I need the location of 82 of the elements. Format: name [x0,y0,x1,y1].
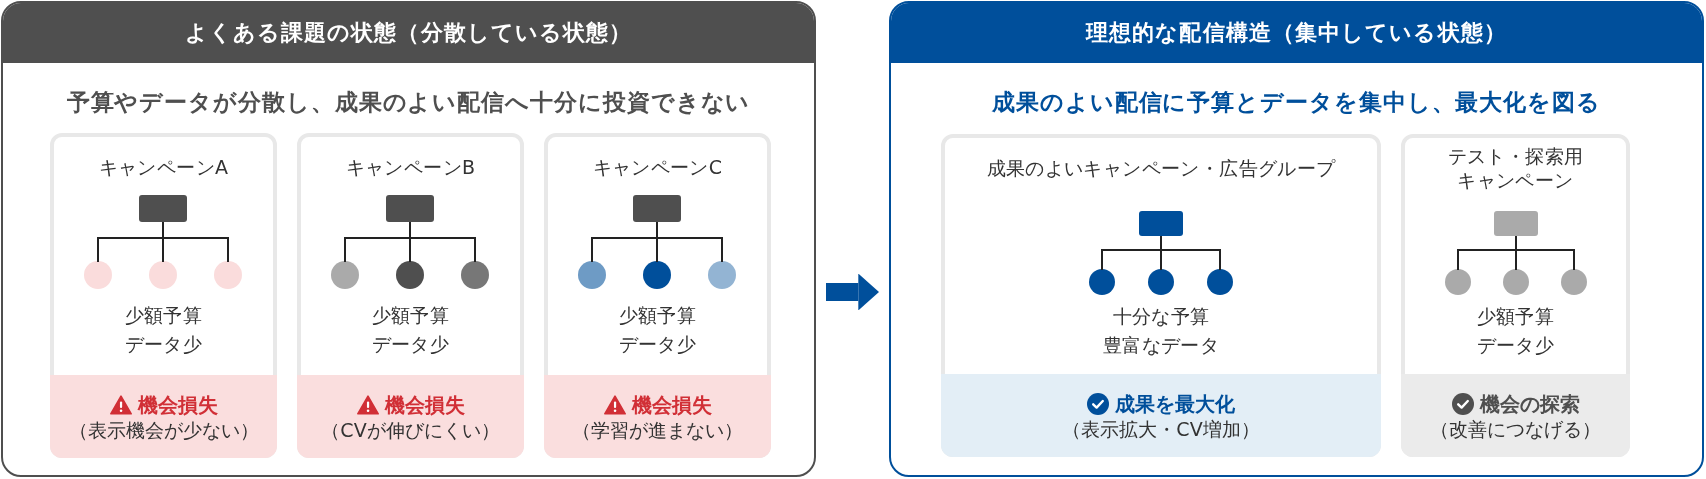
hierarchy-child-dot [1207,269,1233,295]
card-body-text: 少額予算 [1476,304,1555,329]
campaign-card [1401,134,1630,457]
connector-line [656,221,658,239]
comparison-panel [1,1,816,477]
hierarchy-child-dot [149,261,177,289]
connector-line [162,237,229,262]
hierarchy-child-dot [214,261,242,289]
connector-line [162,237,164,262]
hierarchy-child-dot [643,261,671,289]
card-body-text: データ少 [371,332,450,357]
panel-title: 理想的な配信構造（集中している状態） [1086,19,1507,47]
connector-line [1160,249,1162,270]
hierarchy-child-dot [396,261,424,289]
connector-line [591,237,658,262]
connector-line [409,221,411,239]
status-band [1401,374,1630,457]
status-heading: 機会損失 [631,392,712,418]
connector-line [162,221,164,239]
hierarchy-child-dot [1148,269,1174,295]
connector-line [1160,235,1162,251]
hierarchy-child-dot [708,261,736,289]
status-heading: 成果を最大化 [1115,391,1235,417]
hierarchy-child-dot [331,261,359,289]
status-heading: 機会損失 [384,392,465,418]
status-note: （表示拡大・CV増加） [1062,417,1260,441]
status-band [544,375,771,458]
card-title: 成果のよいキャンペーン・広告グループ [986,156,1336,180]
connector-line [1515,249,1575,270]
comparison-panel [889,1,1704,477]
hierarchy-parent-block [633,195,681,222]
card-body-text: 少額予算 [371,303,450,328]
status-heading: 機会の探索 [1479,391,1580,417]
card-title: キャンペーンB [345,155,476,179]
status-note: （改善につなげる） [1430,417,1601,441]
panel-title: よくある課題の状態（分散している状態） [184,19,633,47]
campaign-card [50,133,277,458]
connector-line [409,237,476,262]
hierarchy-child-dot [1089,269,1115,295]
status-band [50,375,277,458]
hierarchy-child-dot [578,261,606,289]
hierarchy-parent-block [139,195,187,222]
connector-line [656,237,723,262]
hierarchy-parent-block [1494,211,1538,236]
hierarchy-child-dot [1445,269,1471,295]
connector-line [1457,249,1517,270]
campaign-card [941,134,1381,457]
card-title: キャンペーンC [592,155,723,179]
card-body-text: データ少 [124,332,203,357]
status-heading: 機会損失 [137,392,218,418]
campaign-card [544,133,771,458]
card-body-text: データ少 [618,332,697,357]
hierarchy-child-dot [1503,269,1529,295]
hierarchy-child-dot [1561,269,1587,295]
connector-line [409,237,411,262]
hierarchy-parent-block [386,195,434,222]
status-note: （表示機会が少ない） [68,418,259,442]
hierarchy-parent-block [1139,211,1183,236]
status-band [297,375,524,458]
connector-line [1160,249,1221,270]
hierarchy-child-dot [461,261,489,289]
status-band [941,374,1381,457]
status-note: （学習が進まない） [572,418,743,442]
card-body-text: 豊富なデータ [1102,333,1220,358]
connector-line [1101,249,1162,270]
connector-line [656,237,658,262]
hierarchy-child-dot [84,261,112,289]
campaign-card [297,133,524,458]
card-body-text: 少額予算 [124,303,203,328]
card-title: テスト・探索用キャンペーン [1446,144,1585,192]
connector-line [1515,235,1517,251]
connector-line [1515,249,1517,270]
connector-line [344,237,411,262]
card-title: キャンペーンA [98,155,229,179]
card-body-text: 十分な予算 [1112,304,1210,329]
card-body-text: 少額予算 [618,303,697,328]
block-arrow [826,273,879,311]
panel-subtitle: 成果のよい配信に予算とデータを集中し、最大化を図る [992,88,1601,117]
connector-line [97,237,164,262]
panel-subtitle: 予算やデータが分散し、成果のよい配信へ十分に投資できない [66,88,751,117]
card-body-text: データ少 [1476,333,1555,358]
status-note: （CVが伸びにくい） [321,418,500,442]
